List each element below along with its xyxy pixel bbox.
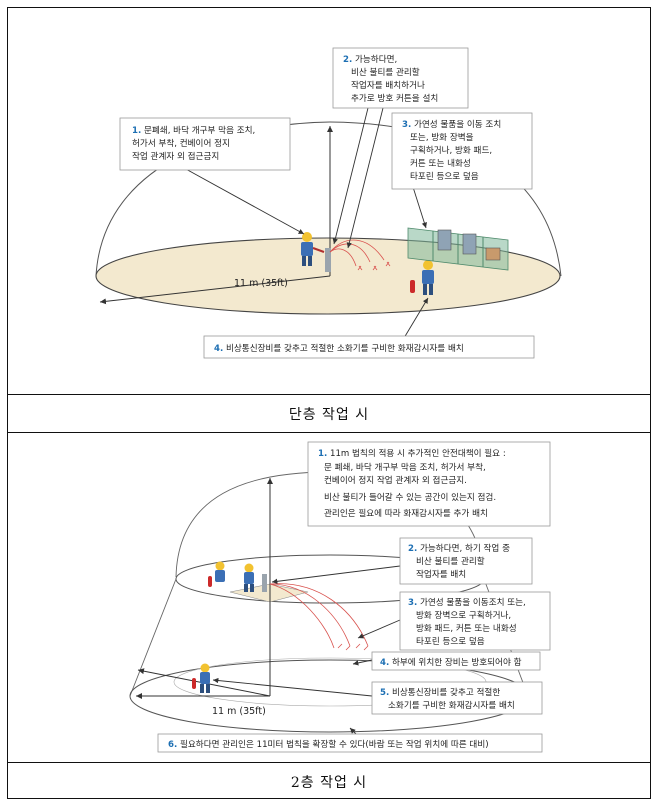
divider-1 xyxy=(8,394,650,395)
caption-single-floor: 단층 작업 시 xyxy=(288,407,370,423)
single-floor-diagram: 11 m (35ft) xyxy=(95,47,562,359)
caption-second-floor: 2층 작업 시 xyxy=(290,775,368,791)
svg-text:커튼 또는 내화성: 커튼 또는 내화성 xyxy=(410,158,471,169)
svg-text:방화 장벽으로 구획하거나,: 방화 장벽으로 구획하거나, xyxy=(416,609,511,621)
fire-barrier xyxy=(407,227,509,271)
svg-text:타포린 등으로 덮음: 타포린 등으로 덮음 xyxy=(410,170,479,182)
svg-text:4. 비상통신장비를 갖추고 적절한 소화기를 구비한 화재: 4. 비상통신장비를 갖추고 적절한 소화기를 구비한 화재감시자를 배치 xyxy=(214,342,464,354)
svg-text:관리인은 필요에 따라 화재감시자를 추가 배치: 관리인은 필요에 따라 화재감시자를 추가 배치 xyxy=(324,507,488,519)
svg-text:비산 불티를 관리할: 비산 불티를 관리할 xyxy=(416,556,485,567)
svg-text:1. 11m 법칙의 적용 시 추가적인 안전대책이 필요: 1. 11m 법칙의 적용 시 추가적인 안전대책이 필요 : xyxy=(318,447,506,459)
svg-text:2. 가능하다면, 하기 작업 중: 2. 가능하다면, 하기 작업 중 xyxy=(408,543,510,554)
divider-3 xyxy=(8,762,650,763)
callout-4: 4. 비상통신장비를 갖추고 적절한 소화기를 구비한 화재감시자를 배치 xyxy=(203,335,535,359)
svg-text:방화 패드, 커튼 또는 내화성: 방화 패드, 커튼 또는 내화성 xyxy=(416,623,517,634)
lower-fire-watch xyxy=(192,663,210,693)
divider-2 xyxy=(8,432,650,433)
dimension-label-2: 11 m (35ft) xyxy=(212,706,266,717)
svg-text:또는, 방화 장벽을: 또는, 방화 장벽을 xyxy=(410,132,474,143)
svg-text:2. 가능하다면,: 2. 가능하다면, xyxy=(343,54,397,65)
welder-figure xyxy=(301,232,331,272)
svg-text:3. 가연성 물품을 이동조치 또는,: 3. 가연성 물품을 이동조치 또는, xyxy=(408,597,526,608)
fire-watch-figure xyxy=(410,260,434,295)
svg-text:허가서 부착, 컨베이어 정지: 허가서 부착, 컨베이어 정지 xyxy=(132,138,230,149)
callout-1: 1. 문폐쇄, 바닥 개구부 막음 조치, 허가서 부착, 컨베이어 정지 작업… xyxy=(119,117,291,171)
svg-text:추가로 방호 커튼을 설치: 추가로 방호 커튼을 설치 xyxy=(351,93,438,104)
callout-2: 2. 가능하다면, 비산 불티를 관리할 작업자를 배치하거나 추가로 방호 커… xyxy=(332,47,469,109)
radius-line xyxy=(99,275,331,305)
svg-text:컨베이어 정지 작업 관계자 외 접근금지.: 컨베이어 정지 작업 관계자 외 접근금지. xyxy=(324,474,467,486)
upper-fire-watch xyxy=(208,561,225,587)
upper-welder-figure xyxy=(244,563,267,592)
callout-leaders-2 xyxy=(212,565,401,735)
svg-text:구획하거나, 방화 패드,: 구획하거나, 방화 패드, xyxy=(410,144,492,156)
callout-2-2: 2. 가능하다면, 하기 작업 중 비산 불티를 관리할 작업자를 배치 xyxy=(399,537,533,585)
callout-leaders xyxy=(183,107,429,339)
svg-text:소화기를 구비한 화재감시자를 배치: 소화기를 구비한 화재감시자를 배치 xyxy=(388,699,515,711)
svg-text:작업자를 배치: 작업자를 배치 xyxy=(416,569,466,580)
dimension-label: 11 m (35ft) xyxy=(234,278,288,289)
svg-text:타포린 등으로 덮음: 타포린 등으로 덮음 xyxy=(416,635,485,647)
svg-text:작업 관계자 외 접근금지: 작업 관계자 외 접근금지 xyxy=(132,150,219,162)
svg-text:4. 하부에 위치한 장비는 방호되어야 함: 4. 하부에 위치한 장비는 방호되어야 함 xyxy=(380,657,522,668)
callout-2-3: 3. 가연성 물품을 이동조치 또는, 방화 장벽으로 구획하거나, 방화 패드… xyxy=(399,591,551,651)
svg-text:1. 문폐쇄, 바닥 개구부 막음 조치,: 1. 문폐쇄, 바닥 개구부 막음 조치, xyxy=(132,124,255,136)
svg-text:3. 가연성 물품을 이동 조치: 3. 가연성 물품을 이동 조치 xyxy=(402,119,501,130)
callout-2-5: 5. 비상통신장비를 갖추고 적절한 소화기를 구비한 화재감시자를 배치 xyxy=(371,681,543,715)
svg-text:비산 불티를 관리할: 비산 불티를 관리할 xyxy=(351,67,420,78)
second-floor-diagram: 11 m (35ft) xyxy=(129,441,551,753)
callout-2-4: 4. 하부에 위치한 장비는 방호되어야 함 xyxy=(371,651,541,671)
svg-text:문 폐쇄, 바닥 개구부 막음 조치, 허가서 부착,: 문 폐쇄, 바닥 개구부 막음 조치, 허가서 부착, xyxy=(324,461,486,473)
callout-2-6: 6. 필요하다면 관리인은 11미터 법칙을 확장할 수 있다(바람 또는 작업… xyxy=(157,733,543,753)
svg-text:작업자를 배치하거나: 작업자를 배치하거나 xyxy=(351,80,425,91)
work-platform xyxy=(229,583,309,603)
callout-3: 3. 가연성 물품을 이동 조치 또는, 방화 장벽을 구획하거나, 방화 패드… xyxy=(391,112,533,190)
svg-text:6. 필요하다면 관리인은 11미터 법칙을 확장할 수 있: 6. 필요하다면 관리인은 11미터 법칙을 확장할 수 있다(바람 또는 작업… xyxy=(168,738,489,750)
callout-2-1: 1. 11m 법칙의 적용 시 추가적인 안전대책이 필요 : 문 폐쇄, 바닥… xyxy=(307,441,551,527)
svg-text:5. 비상통신장비를 갖추고 적절한: 5. 비상통신장비를 갖추고 적절한 xyxy=(380,686,500,698)
svg-text:비산 불티가 들어갈 수 있는 공간이 있는지 점검.: 비산 불티가 들어갈 수 있는 공간이 있는지 점검. xyxy=(324,491,496,503)
figure-frame: 11 m (35ft) xyxy=(7,7,651,799)
